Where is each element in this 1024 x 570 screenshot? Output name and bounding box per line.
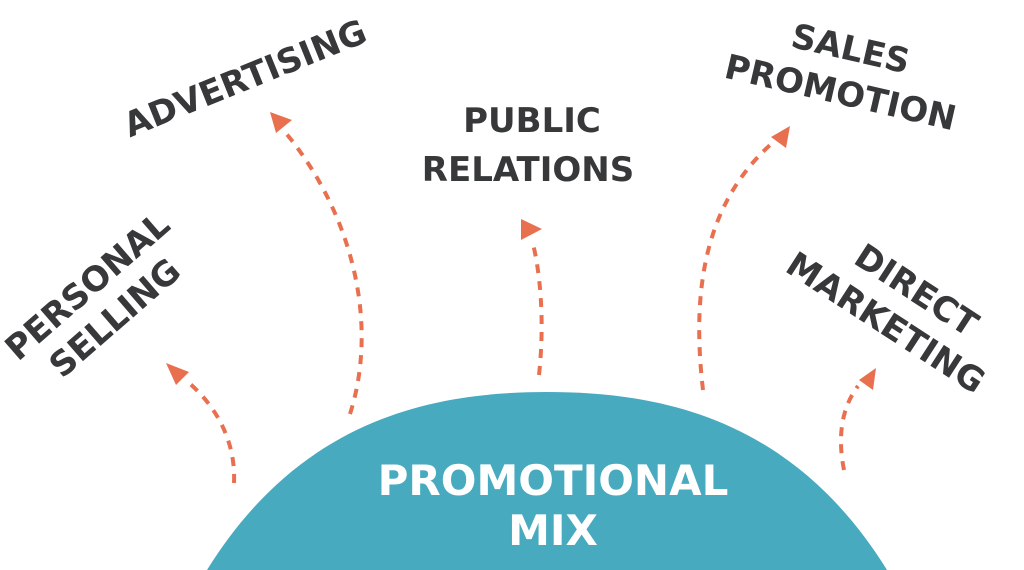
- center-label-line2: MIX: [508, 506, 598, 555]
- public-relations-line1: PUBLIC: [463, 101, 601, 141]
- arrow-public-relations: [521, 219, 544, 376]
- label-sales-promotion: SALES PROMOTION: [721, 16, 960, 139]
- label-public-relations: PUBLIC RELATIONS: [422, 101, 634, 190]
- arrowhead-icon: [166, 363, 189, 385]
- arrow-sales-promotion: [697, 126, 790, 391]
- arrowhead-icon: [771, 126, 790, 148]
- arrowhead-icon: [521, 219, 542, 240]
- arrow-direct-marketing: [838, 368, 876, 471]
- label-direct-marketing: DIRECT MARKETING: [779, 236, 992, 402]
- advertising-line1: ADVERTISING: [118, 12, 372, 146]
- public-relations-line2: RELATIONS: [422, 150, 634, 190]
- arrow-personal-selling: [166, 363, 237, 484]
- arrowhead-icon: [270, 112, 292, 133]
- center-label-line1: PROMOTIONAL: [378, 456, 729, 505]
- label-advertising: ADVERTISING: [118, 12, 372, 146]
- promotional-mix-dome: [207, 392, 887, 570]
- arrow-advertising: [270, 112, 364, 415]
- arrowhead-icon: [859, 368, 876, 390]
